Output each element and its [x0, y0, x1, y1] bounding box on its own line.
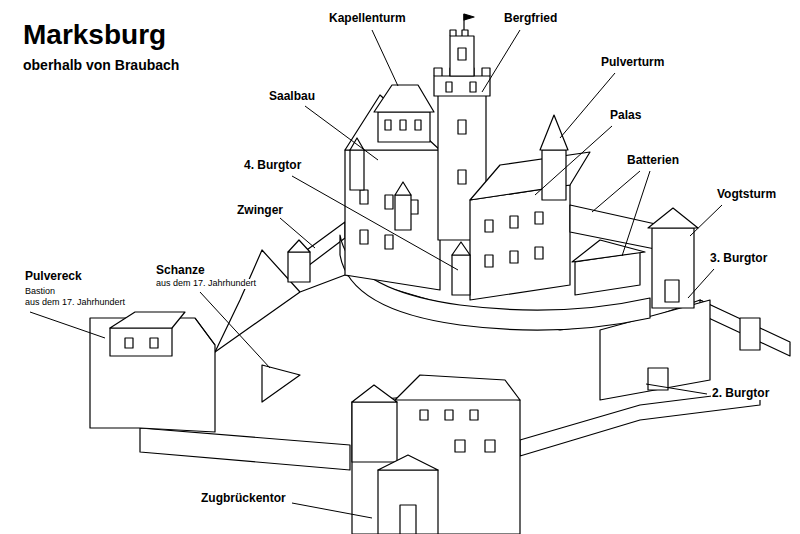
part-label: Saalbau [268, 90, 316, 103]
part-label: 4. Burgtor [243, 159, 302, 172]
part-label: Pulverturm [600, 56, 665, 69]
part-label: 3. Burgtor [709, 252, 768, 265]
part-note: aus dem 17. Jahrhundert [155, 279, 257, 289]
part-label: Palas [609, 109, 642, 122]
part-label: Bergfried [503, 12, 558, 25]
part-label: Zugbrückentor [200, 492, 287, 505]
title: Marksburg [22, 20, 167, 51]
part-label: 2. Burgtor [711, 387, 770, 400]
part-label: Batterien [626, 154, 680, 167]
part-note: Bastion [24, 287, 56, 297]
part-label: Schanze [155, 264, 206, 277]
part-label: Kapellenturm [328, 12, 407, 25]
part-label: Vogtsturm [716, 188, 777, 201]
part-label: Zwinger [236, 204, 284, 217]
subtitle: oberhalb von Braubach [22, 58, 180, 73]
part-label: Pulvereck [24, 270, 83, 283]
part-note: aus dem 17. Jahrhundert [24, 298, 126, 308]
